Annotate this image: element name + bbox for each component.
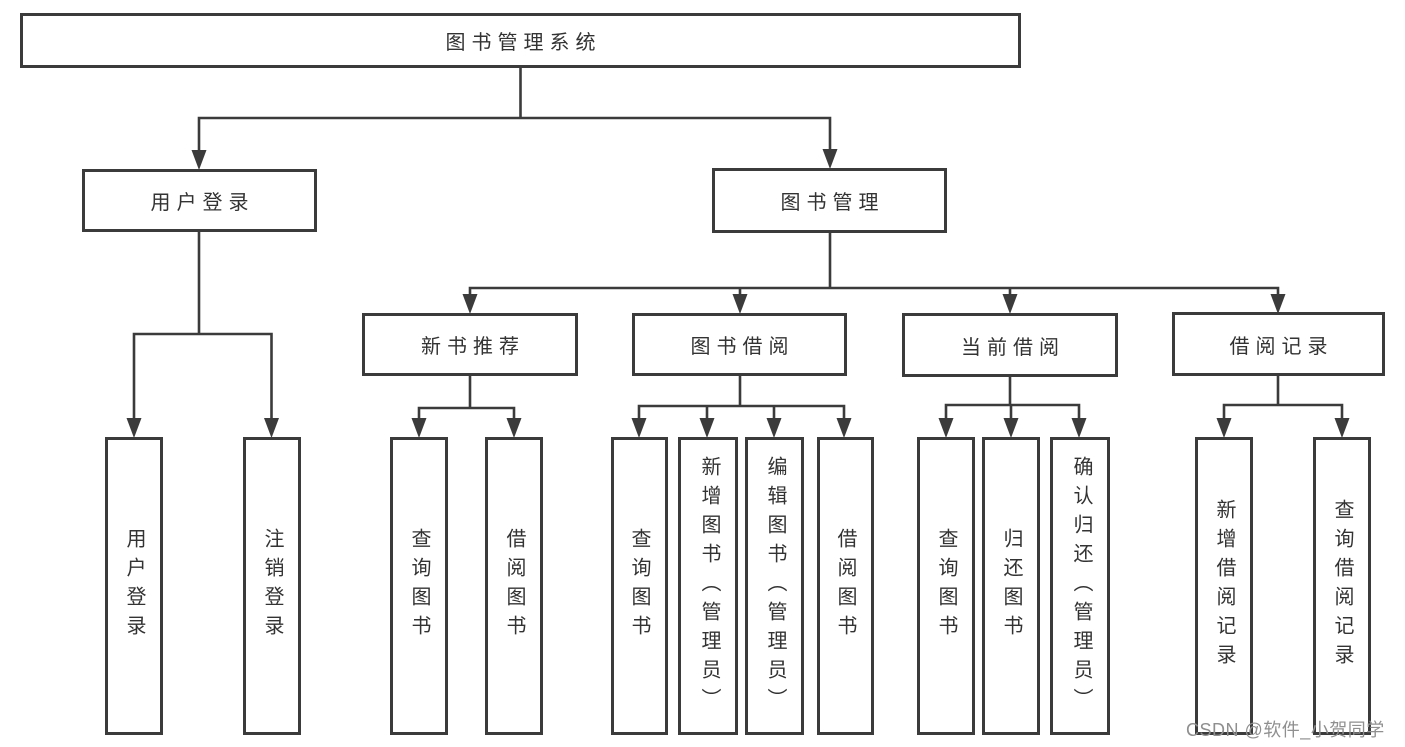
leaf-borrow-book-recommend: 借阅图书 [485,437,543,735]
node-borrow-records: 借阅记录 [1172,312,1385,376]
leaf-edit-book-admin: 编辑图书（管理员） [745,437,804,735]
leaf-query-book-recommend: 查询图书 [390,437,448,735]
connector-book-management [468,233,1280,295]
leaf-borrow-book: 借阅图书 [817,437,874,735]
connector-user-login [132,232,273,419]
connector-new-book-recommend [417,376,516,419]
leaf-add-book-admin: 新增图书（管理员） [678,437,738,735]
csdn-watermark: CSDN @软件_小贺同学 [1186,720,1385,740]
connector-current-borrow [944,377,1081,419]
connector-borrow-records [1222,376,1344,419]
leaf-logout: 注销登录 [243,437,301,735]
leaf-user-login: 用户登录 [105,437,163,735]
leaf-confirm-return-admin: 确认归还（管理员） [1050,437,1110,735]
leaf-return-book: 归还图书 [982,437,1040,735]
node-root-system: 图书管理系统 [20,13,1021,68]
leaf-query-book-borrow: 查询图书 [611,437,668,735]
connector-book-borrow [637,376,846,419]
arrowheads [126,149,1350,438]
leaf-query-borrow-record: 查询借阅记录 [1313,437,1371,735]
node-new-book-recommend: 新书推荐 [362,313,578,376]
leaf-query-book-current: 查询图书 [917,437,975,735]
leaf-add-borrow-record: 新增借阅记录 [1195,437,1253,735]
node-user-login: 用户登录 [82,169,317,232]
node-book-borrow: 图书借阅 [632,313,847,376]
node-book-management: 图书管理 [712,168,947,233]
node-current-borrow: 当前借阅 [902,313,1118,377]
connector-root [197,68,832,151]
